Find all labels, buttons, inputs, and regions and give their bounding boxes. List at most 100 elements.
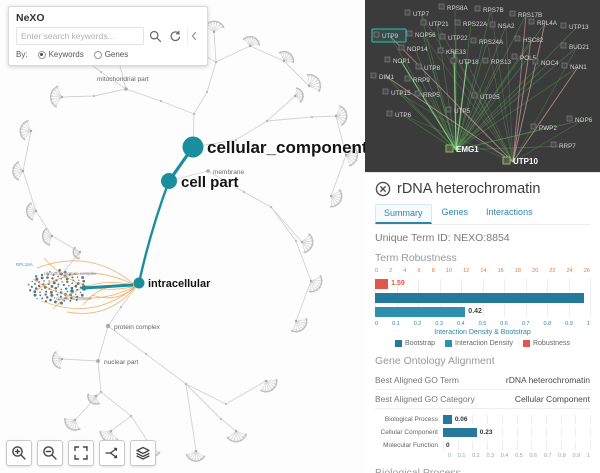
gene-node-dim1[interactable]: DIM1: [370, 72, 395, 81]
search-input[interactable]: [16, 27, 144, 45]
gene-node-rps7b[interactable]: RPS7B: [474, 5, 504, 14]
gene-node-rrp7[interactable]: RRP7: [550, 141, 576, 150]
svg-text:UTP21: UTP21: [429, 21, 449, 28]
gene-node-utp15[interactable]: UTP15: [382, 88, 411, 97]
gene-node-rrp9[interactable]: RRP9: [404, 75, 430, 84]
svg-text:UTP6: UTP6: [395, 112, 412, 119]
svg-text:DIM1: DIM1: [379, 74, 395, 81]
gene-node-nsa2[interactable]: NSA2: [489, 21, 515, 30]
layers-button[interactable]: [130, 440, 156, 466]
gene-node-kre33[interactable]: KRE33: [437, 47, 466, 56]
gene-node-rps17b[interactable]: RPS17B: [509, 10, 542, 19]
legend-item: Bootstrap: [395, 340, 435, 348]
tab-genes[interactable]: Genes: [441, 207, 469, 217]
svg-text:UTP13: UTP13: [569, 24, 589, 31]
tab-summary[interactable]: Summary: [375, 204, 432, 224]
search-icon: [149, 30, 162, 42]
section-term-robustness: Term Robustness: [375, 252, 457, 264]
gene-node-nop14[interactable]: NOP14: [398, 44, 428, 53]
bar-robustness: 1.59: [375, 278, 590, 289]
gene-node-nop1[interactable]: NOP1: [384, 56, 411, 65]
gene-node-utp5[interactable]: UTP5: [445, 106, 471, 115]
collapse-panel-button[interactable]: [187, 27, 200, 45]
gene-node-rrp5[interactable]: RRP5: [414, 90, 440, 99]
gene-node-utp22[interactable]: UTP22: [439, 33, 468, 42]
svg-text:UTP22: UTP22: [448, 35, 468, 42]
gene-node-utp21[interactable]: UTP21: [420, 19, 449, 28]
gene-node-noc4[interactable]: NOC4: [532, 58, 559, 67]
reset-icon: [170, 30, 181, 41]
radio-keywords[interactable]: Keywords: [37, 50, 84, 59]
gene-node-utp7[interactable]: UTP7: [404, 9, 430, 18]
svg-text:UTP25: UTP25: [480, 94, 500, 101]
svg-text:RPS17B: RPS17B: [518, 12, 542, 19]
svg-text:NOP1: NOP1: [393, 58, 411, 65]
gene-node-emg1[interactable]: EMG1: [445, 144, 479, 154]
svg-text:PWP2: PWP2: [539, 125, 557, 132]
section-biological-process: Biological Process: [375, 467, 590, 473]
search-panel: NeXO By: Keywords: [8, 6, 208, 66]
gene-node-nan1[interactable]: NAN1: [561, 62, 587, 71]
term-id-label: Unique Term ID:: [375, 232, 451, 244]
zoom-in-button[interactable]: [6, 440, 32, 466]
tree-minor-label: nuclear part: [104, 359, 139, 366]
gene-node-utp25[interactable]: UTP25: [471, 92, 500, 101]
gene-node-rpl4a[interactable]: RPL4A: [528, 18, 558, 27]
gene-node-hsc82[interactable]: HSC82: [514, 35, 544, 44]
radio-genes-dot: [93, 50, 102, 59]
radio-genes[interactable]: Genes: [93, 50, 129, 59]
gene-node-utp9[interactable]: UTP9: [371, 28, 407, 43]
fit-view-button[interactable]: [68, 440, 94, 466]
svg-text:RPS24A: RPS24A: [479, 39, 504, 46]
radio-genes-label: Genes: [104, 50, 129, 59]
gene-node-utp13[interactable]: UTP13: [560, 22, 589, 31]
layout-button[interactable]: [99, 440, 125, 466]
zoom-out-button[interactable]: [37, 440, 63, 466]
svg-text:NOP6: NOP6: [575, 117, 593, 124]
legend-item: Interaction Density: [445, 340, 513, 348]
gene-node-pwp2[interactable]: PWP2: [530, 123, 557, 132]
gene-node-utp8[interactable]: UTP8: [415, 63, 441, 72]
reset-button[interactable]: [167, 28, 184, 45]
svg-text:NOP56: NOP56: [415, 32, 436, 39]
gene-node-utp10[interactable]: UTP10: [502, 156, 538, 166]
bar-interaction-density: 0.42: [375, 306, 590, 317]
gene-node-utp18[interactable]: UTP18: [450, 57, 479, 66]
gene-node-bud21[interactable]: BUD21: [560, 42, 590, 51]
layout-branch-icon: [105, 447, 118, 459]
gene-node-utp6[interactable]: UTP6: [386, 110, 412, 119]
zoom-out-icon: [43, 446, 57, 460]
section-go-alignment: Gene Ontology Alignment: [375, 355, 495, 368]
svg-text:NOC4: NOC4: [541, 60, 559, 67]
term-node-intracellular[interactable]: [133, 277, 145, 289]
gene-node-rps22a[interactable]: RPS22A: [454, 19, 488, 28]
radio-keywords-label: Keywords: [48, 50, 84, 59]
svg-text:NAN1: NAN1: [570, 64, 587, 71]
svg-text:POL5: POL5: [520, 55, 537, 62]
gene-node-rps24a[interactable]: RPS24A: [470, 37, 504, 46]
gene-node-nop56[interactable]: NOP56: [406, 30, 436, 39]
svg-text:RPS13: RPS13: [491, 59, 511, 66]
app-title: NeXO: [16, 12, 45, 24]
search-button[interactable]: [147, 28, 164, 45]
chevron-left-icon: [191, 31, 197, 41]
gene-node-pol5[interactable]: POL5: [511, 53, 537, 62]
term-label: intracellular: [148, 278, 211, 290]
term-node-cell-part[interactable]: [161, 173, 177, 189]
gene-node-rps13[interactable]: RPS13: [482, 57, 511, 66]
gene-node-rps8a[interactable]: RPS8A: [438, 3, 468, 12]
tab-interactions[interactable]: Interactions: [486, 207, 533, 217]
svg-text:NSA2: NSA2: [498, 23, 515, 30]
close-details-button[interactable]: [375, 181, 391, 197]
term-node-cellular-component[interactable]: [182, 136, 204, 158]
gene-node-nop6[interactable]: NOP6: [566, 115, 593, 124]
go-row-term: Best Aligned GO Term rDNA heterochromati…: [375, 371, 590, 391]
